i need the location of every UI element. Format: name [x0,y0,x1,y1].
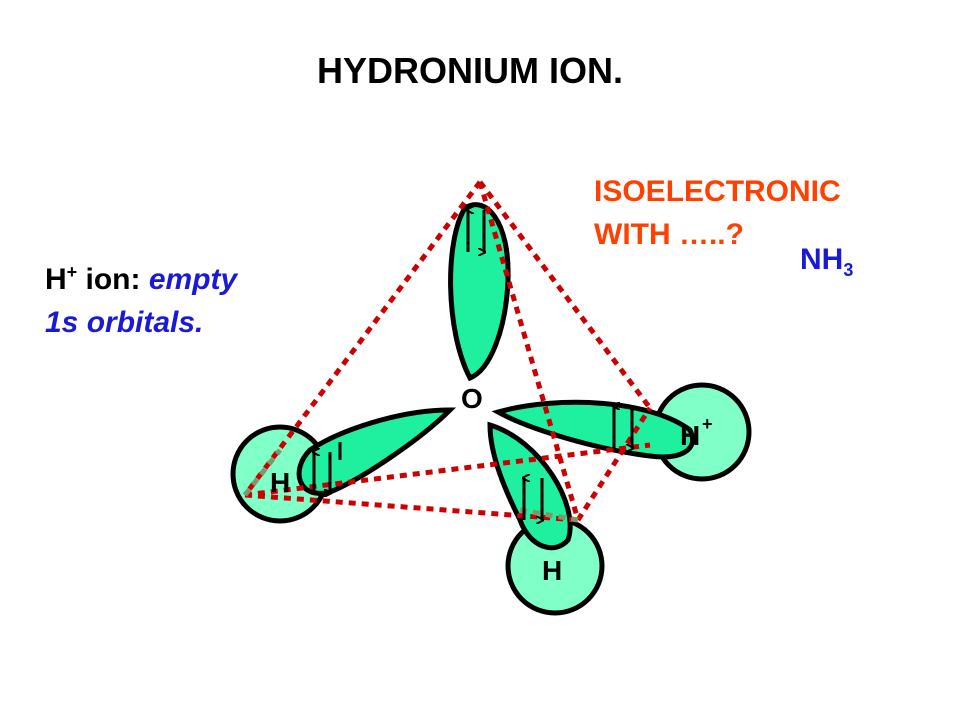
h-ion-note-line-1: H+ ion: empty [45,251,237,301]
h-ion-symbol: H [45,263,67,296]
h-ion-text: ion: [77,263,149,296]
orbital-lobe-bottom [487,421,573,551]
h-ion-empty: empty [148,263,238,296]
answer-nh3: NH3 [800,243,853,281]
tetrahedron-edges-overlap [243,448,579,523]
answer-subscript: 3 [843,260,854,280]
answer-base: NH [800,243,844,276]
spin-pair-right [614,406,632,448]
oxygen-label: O [461,383,483,414]
spin-pair-bottom [524,478,542,520]
question-line-2: WITH …..? [594,218,744,251]
h-label-right: H [680,420,700,451]
isoelectronic-question: ISOELECTRONIC WITH …..? [594,170,841,256]
orbital-lobe-left [296,407,457,496]
page-title: HYDRONIUM ION. [317,50,623,91]
h-label-left: H [270,467,290,498]
question-line-1: ISOELECTRONIC [594,175,841,208]
spin-pair-top [468,210,484,252]
h-ion-note-line-2: 1s orbitals. [45,306,204,339]
spin-pair-left [314,442,342,493]
h-label-right-charge: + [702,414,713,434]
h-ion-charge: + [66,262,78,282]
orbital-lobe-top [448,202,511,382]
h-label-bottom: H [542,555,562,586]
h-ion-note: H+ ion: empty 1s orbitals. [45,251,237,344]
